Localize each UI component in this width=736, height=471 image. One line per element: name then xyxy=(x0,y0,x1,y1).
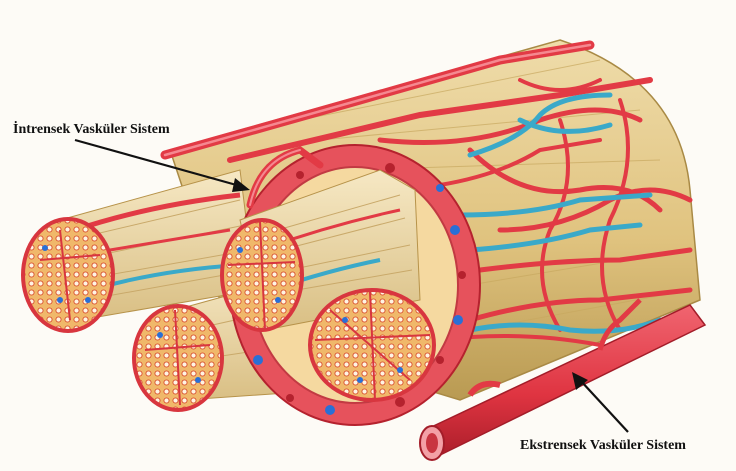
extrinsic-arrow-line xyxy=(580,380,628,432)
intrinsic-label: İntrensek Vasküler Sistem xyxy=(13,120,170,137)
extrinsic-label: Ekstrensek Vasküler Sistem xyxy=(520,438,686,453)
fascicle-inner-lower xyxy=(310,290,434,400)
